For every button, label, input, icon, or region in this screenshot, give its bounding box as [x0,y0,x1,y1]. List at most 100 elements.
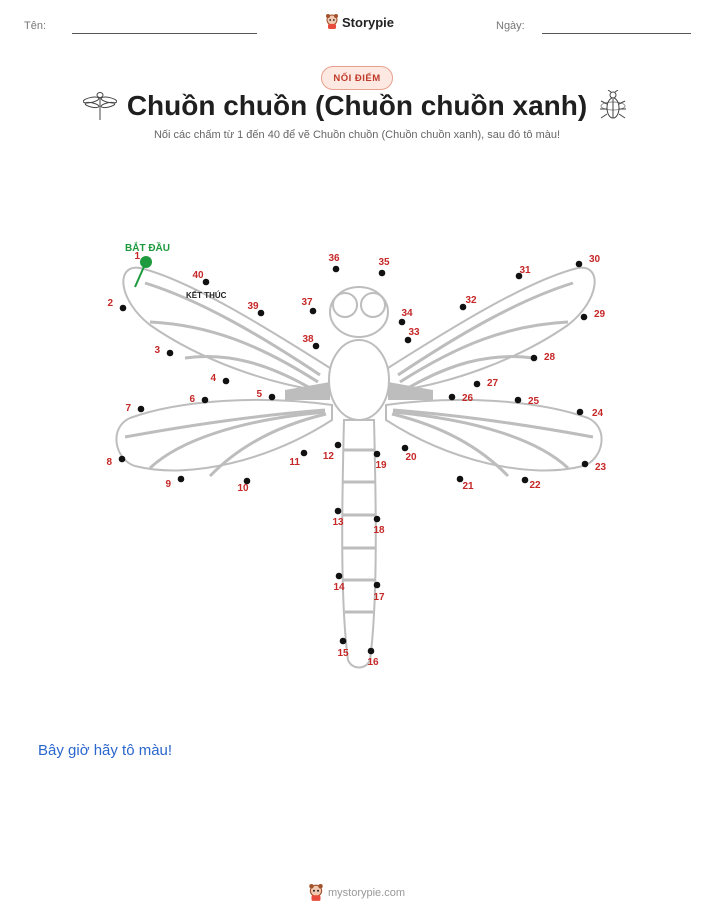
dot-8[interactable]: 8 [106,455,126,468]
dot-30[interactable]: 30 [575,254,601,268]
dot-7[interactable]: 7 [125,403,145,414]
dot-number: 7 [125,403,131,414]
dot-marker[interactable] [404,336,412,344]
dot-marker[interactable] [473,380,481,388]
dot-number: 33 [408,327,420,338]
dot-marker[interactable] [378,269,386,277]
dot-5[interactable]: 5 [256,389,276,401]
dot-marker[interactable] [581,460,589,468]
dot-13[interactable]: 13 [332,507,344,528]
footer-url[interactable]: mystorypie.com [328,887,406,899]
dot-number: 24 [592,408,604,419]
dot-40[interactable]: 40 [192,270,210,286]
dot-marker[interactable] [576,408,584,416]
footer: mystorypie.com [308,884,405,902]
dot-marker[interactable] [222,377,230,385]
beetle-icon [600,90,626,119]
dot-number: 32 [465,295,477,306]
dot-18[interactable]: 18 [373,515,385,536]
name-label: Tên: [24,20,47,32]
dot-23[interactable]: 23 [581,460,607,473]
dot-32[interactable]: 32 [459,295,477,311]
dot-marker[interactable] [530,354,538,362]
dot-11[interactable]: 11 [289,449,308,468]
dot-33[interactable]: 33 [404,327,420,344]
dot-20[interactable]: 20 [401,444,417,463]
dot-marker[interactable] [312,342,320,350]
dot-marker[interactable] [118,455,126,463]
dot-1[interactable]: 1 [134,251,140,262]
dot-2[interactable]: 2 [107,298,127,312]
dot-number: 26 [462,393,474,404]
dot-marker[interactable] [119,304,127,312]
dot-marker[interactable] [459,303,467,311]
start-label: BẮT ĐẦU [125,241,170,254]
dot-number: 8 [106,457,112,468]
dot-35[interactable]: 35 [378,257,390,277]
dot-number: 17 [373,592,385,603]
dot-15[interactable]: 15 [337,637,349,659]
dot-marker[interactable] [268,393,276,401]
dot-marker[interactable] [373,515,381,523]
dot-10[interactable]: 10 [237,477,251,494]
dot-marker[interactable] [373,581,381,589]
dot-marker[interactable] [514,396,522,404]
dot-12[interactable]: 12 [323,441,342,462]
dot-3[interactable]: 3 [154,345,174,357]
dot-36[interactable]: 36 [328,253,340,273]
dot-marker[interactable] [367,647,375,655]
dot-marker[interactable] [580,313,588,321]
dot-29[interactable]: 29 [580,309,606,321]
dot-number: 1 [134,251,140,262]
dot-marker[interactable] [309,307,317,315]
dot-marker[interactable] [137,405,145,413]
dot-37[interactable]: 37 [301,297,317,315]
dot-marker[interactable] [300,449,308,457]
dot-28[interactable]: 28 [530,352,556,363]
dot-9[interactable]: 9 [165,475,185,490]
dot-17[interactable]: 17 [373,581,385,603]
dot-marker[interactable] [334,441,342,449]
dot-marker[interactable] [575,260,583,268]
dot-21[interactable]: 21 [456,475,474,492]
dot-marker[interactable] [339,637,347,645]
dot-marker[interactable] [521,476,529,484]
dot-25[interactable]: 25 [514,396,540,407]
dot-number: 10 [237,483,249,494]
dot-marker[interactable] [398,318,406,326]
start-dot[interactable] [140,256,152,268]
dot-marker[interactable] [456,475,464,483]
date-line[interactable] [542,33,691,34]
dot-number: 31 [519,265,531,276]
dot-34[interactable]: 34 [398,308,413,326]
dot-marker[interactable] [515,272,523,280]
dot-24[interactable]: 24 [576,408,604,419]
dot-marker[interactable] [401,444,409,452]
dot-marker[interactable] [448,393,456,401]
dot-14[interactable]: 14 [333,572,345,593]
dot-marker[interactable] [257,309,265,317]
dot-38[interactable]: 38 [302,334,320,350]
dot-marker[interactable] [334,507,342,515]
dot-marker[interactable] [335,572,343,580]
dot-marker[interactable] [201,396,209,404]
dot-22[interactable]: 22 [521,476,541,491]
dot-marker[interactable] [202,278,210,286]
dot-marker[interactable] [166,349,174,357]
dot-6[interactable]: 6 [189,394,209,405]
dot-number: 9 [165,479,171,490]
dot-number: 28 [544,352,556,363]
dot-39[interactable]: 39 [247,301,265,317]
dot-26[interactable]: 26 [448,393,474,404]
dot-19[interactable]: 19 [373,450,387,471]
dot-marker[interactable] [332,265,340,273]
name-line[interactable] [72,33,257,34]
dot-marker[interactable] [373,450,381,458]
page-subtitle: Nối các chấm từ 1 đến 40 để vẽ Chuồn chu… [153,129,561,141]
dot-marker[interactable] [177,475,185,483]
dot-marker[interactable] [243,477,251,485]
dot-31[interactable]: 31 [515,265,531,280]
dot-27[interactable]: 27 [473,378,499,389]
dot-16[interactable]: 16 [367,647,379,668]
dot-4[interactable]: 4 [210,373,230,385]
